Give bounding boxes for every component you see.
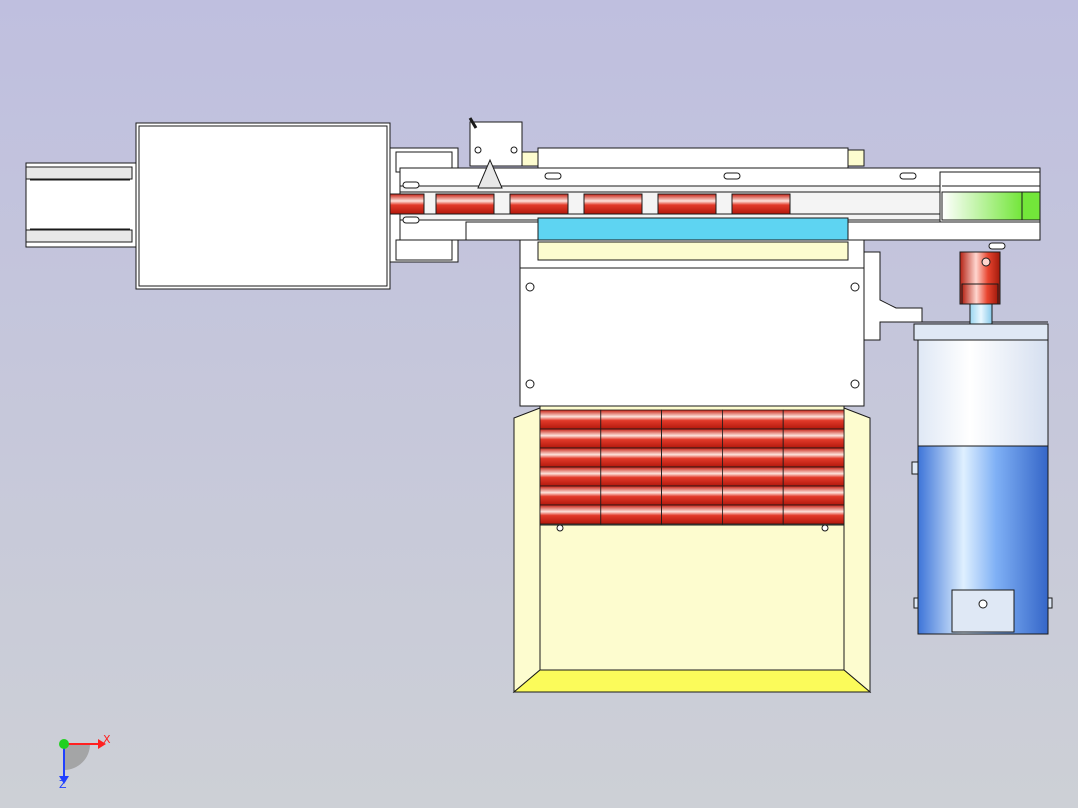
belt-roller — [583, 193, 643, 215]
stacked-roller — [600, 428, 662, 449]
motor-gearhead — [917, 339, 1049, 447]
stacked-roller — [600, 485, 662, 506]
stacked-roller — [539, 409, 602, 430]
front-plate — [519, 267, 865, 407]
rail-slot — [899, 172, 917, 180]
stacked-roller — [661, 409, 723, 430]
magazine-top-inner — [537, 241, 849, 261]
stacked-roller — [600, 409, 662, 430]
axis-label-z: Z — [59, 778, 67, 791]
actuator-body — [135, 122, 391, 290]
stacked-roller — [782, 504, 845, 525]
cyan-mount-plate — [537, 217, 849, 241]
stacked-roller — [782, 447, 845, 468]
stacked-roller — [539, 485, 602, 506]
stacked-roller — [782, 409, 845, 430]
rail-slot — [723, 172, 741, 180]
stacked-roller — [539, 504, 602, 525]
stacked-roller — [782, 485, 845, 506]
top-cover-plate — [537, 147, 849, 169]
tray-pin — [821, 524, 829, 532]
pulley-housing — [939, 171, 1041, 229]
stacked-roller — [661, 447, 723, 468]
stacked-roller — [661, 485, 723, 506]
gear-motor — [911, 251, 1053, 635]
stacked-roller — [539, 428, 602, 449]
linear-actuator — [25, 122, 391, 290]
belt-roller — [435, 193, 495, 215]
stacked-roller — [661, 504, 723, 525]
top-cover-tab — [847, 149, 865, 167]
rail-slot — [402, 181, 420, 189]
belt-roller — [509, 193, 569, 215]
stacked-roller — [722, 409, 784, 430]
actuator-cap-slot-bottom — [25, 229, 133, 243]
screw-bottom-left — [525, 379, 535, 389]
motor-flange — [913, 323, 1049, 341]
tray-rim — [512, 669, 872, 693]
stacked-roller — [600, 466, 662, 487]
stacked-roller — [722, 504, 784, 525]
belt-roller — [731, 193, 791, 215]
belt-rollers — [389, 193, 791, 215]
motor-end-cap — [951, 589, 1015, 633]
rail-slot — [544, 172, 562, 180]
screw-top-right — [850, 282, 860, 292]
sensor-cone — [477, 158, 503, 189]
coordinate-triad — [59, 739, 106, 784]
stacked-roller — [661, 428, 723, 449]
stacked-roller — [722, 428, 784, 449]
stacked-roller — [722, 466, 784, 487]
belt-roller — [389, 193, 425, 215]
stacked-roller — [600, 504, 662, 525]
side-bracket — [863, 251, 1048, 341]
tray-pin — [556, 524, 564, 532]
stacked-roller — [539, 447, 602, 468]
actuator-cap-slot-top — [25, 166, 133, 180]
stacked-roller — [539, 466, 602, 487]
belt-roller — [657, 193, 717, 215]
stacked-roller — [782, 466, 845, 487]
axis-label-x: X — [103, 733, 111, 746]
stacked-roller — [722, 447, 784, 468]
stacked-roller — [600, 447, 662, 468]
stacked-roller — [722, 485, 784, 506]
stacked-roller — [782, 428, 845, 449]
screw-bottom-right — [850, 379, 860, 389]
rail-slot — [402, 216, 420, 224]
sensor-bracket — [468, 117, 539, 167]
stacked-roller — [661, 466, 723, 487]
roller-stack — [539, 409, 845, 532]
motor-shaft — [969, 303, 993, 327]
rail-slot — [988, 242, 1006, 250]
screw-top-left — [525, 282, 535, 292]
